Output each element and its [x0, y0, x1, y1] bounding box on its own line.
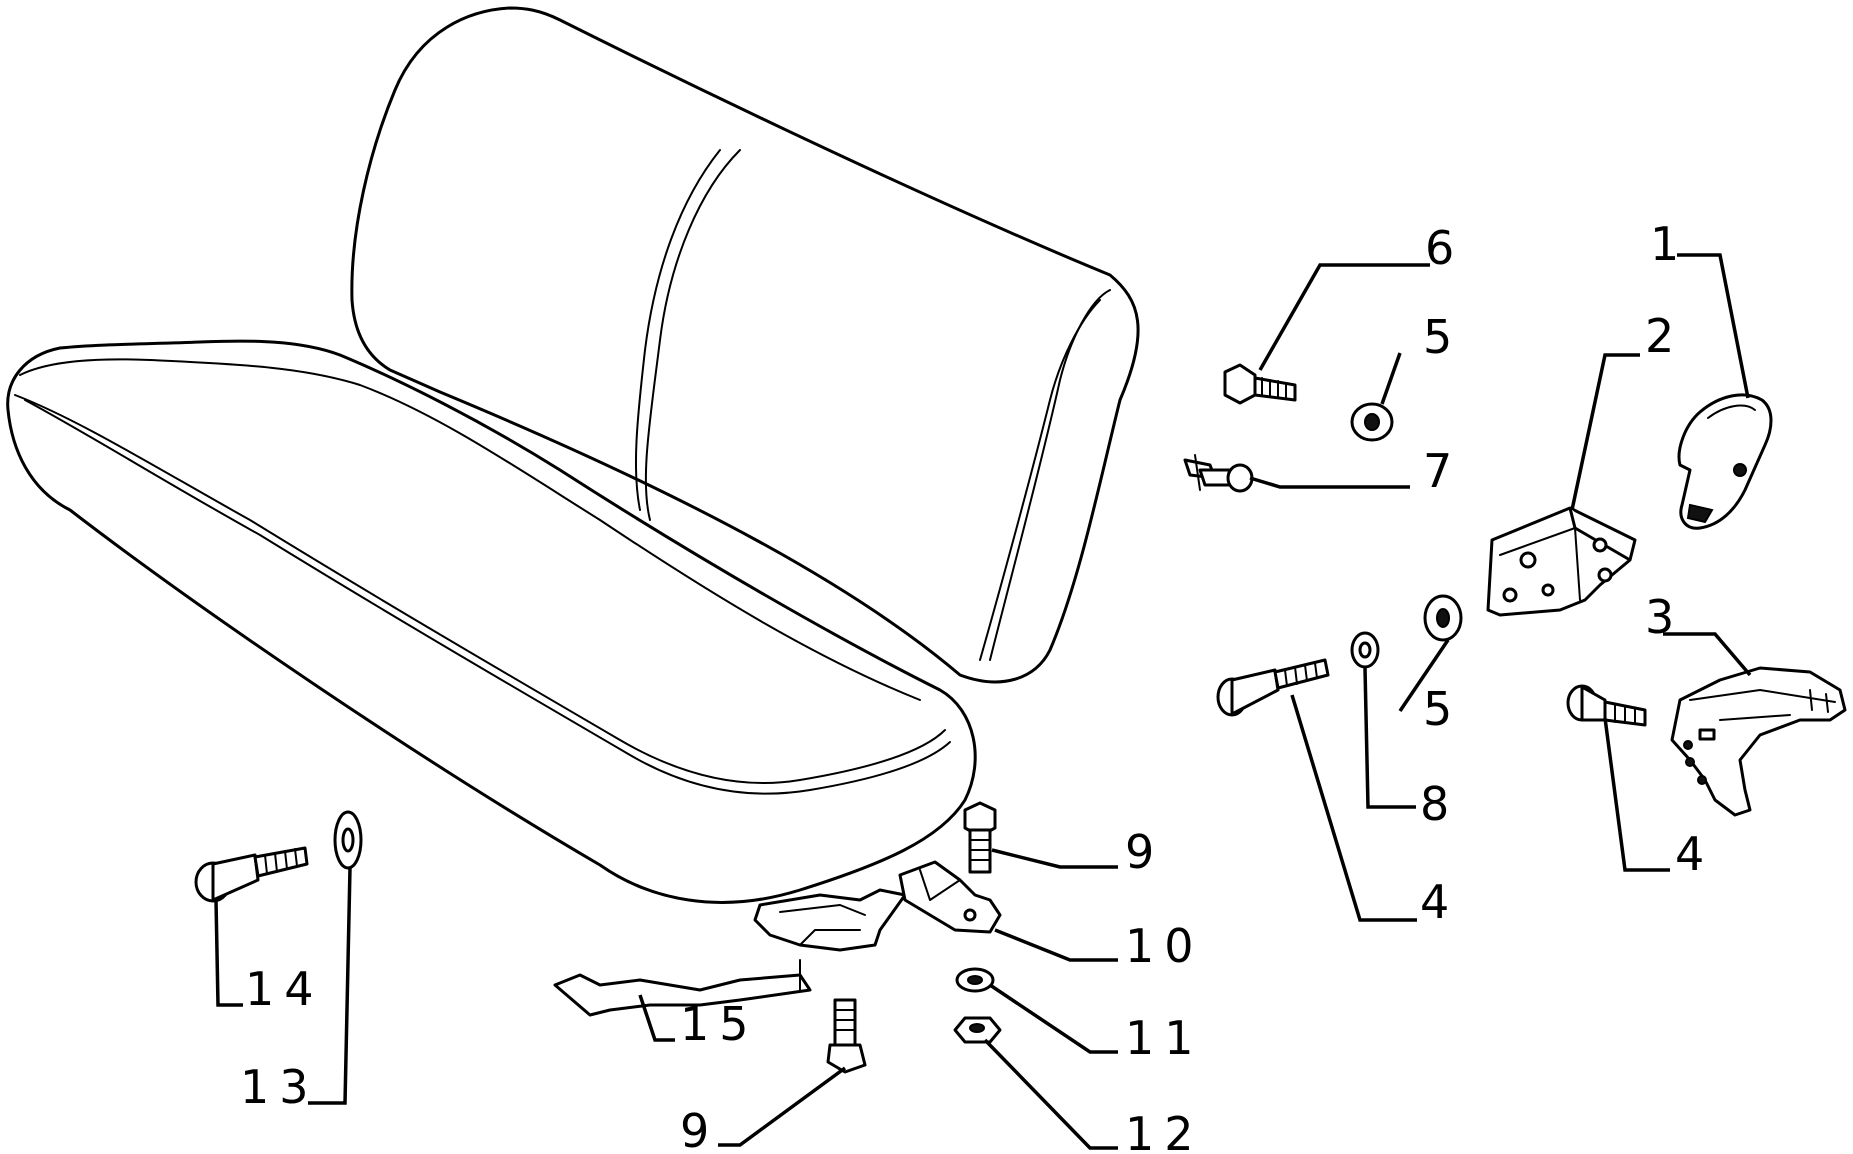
- part-1-hinge-cover: [1677, 393, 1773, 530]
- backrest-seam-2: [634, 149, 721, 511]
- part-6-bolt: [1223, 363, 1297, 405]
- leader-lines: [214, 253, 1752, 1150]
- part-15-latch: [553, 888, 907, 1017]
- callout-4-middle: 4: [1420, 875, 1459, 929]
- leader-9a: [991, 848, 1118, 869]
- part-7-pin: [1183, 454, 1254, 493]
- part-9-bolt-upper: [963, 801, 997, 874]
- callout-14: 14: [245, 962, 324, 1016]
- leader-9b: [718, 1066, 847, 1147]
- part-11-washer: [955, 967, 995, 993]
- callout-6: 6: [1425, 221, 1464, 275]
- callout-labels: 1 2 3 4 4 5 5 6 7 8 9 9 10 11 12 13 14 1…: [240, 217, 1714, 1154]
- backrest-inner-edge-2: [979, 299, 1101, 661]
- part-8-star-washer: [1350, 631, 1380, 669]
- part-10-clip: [898, 860, 1002, 934]
- leader-10: [994, 928, 1118, 962]
- part-14-screw: [194, 846, 309, 903]
- callout-11: 11: [1125, 1011, 1204, 1065]
- callout-1: 1: [1650, 217, 1689, 271]
- leader-6: [1258, 263, 1430, 371]
- cushion-top-edge-2: [14, 394, 946, 785]
- callout-9-upper: 9: [1125, 825, 1164, 879]
- leader-13: [308, 867, 352, 1105]
- cushion-top-edge: [19, 358, 921, 701]
- callout-13: 13: [240, 1060, 319, 1114]
- callout-7: 7: [1423, 444, 1462, 498]
- callout-12: 12: [1125, 1107, 1204, 1154]
- cushion-front-seam: [24, 399, 951, 795]
- callout-5-top: 5: [1423, 310, 1462, 364]
- callout-4-right: 4: [1675, 827, 1714, 881]
- callout-9-lower: 9: [680, 1104, 719, 1154]
- part-9-bolt-lower: [826, 998, 867, 1074]
- part-5-washer-top: [1350, 402, 1394, 442]
- callout-8: 8: [1420, 777, 1459, 831]
- leader-2: [1570, 353, 1640, 511]
- leader-5a: [1380, 352, 1402, 405]
- callout-15: 15: [680, 997, 759, 1051]
- leader-5b: [1398, 639, 1450, 712]
- leader-1: [1677, 253, 1750, 399]
- part-4-screw-middle: [1216, 658, 1330, 717]
- leader-4a: [1290, 694, 1417, 922]
- leader-11: [989, 983, 1118, 1054]
- callout-10: 10: [1125, 919, 1204, 973]
- part-3-hinge-plate: [1670, 666, 1847, 817]
- callout-3: 3: [1645, 590, 1684, 644]
- backrest-inner-edge: [989, 289, 1111, 661]
- leader-15: [638, 994, 675, 1042]
- part-5-washer-lower: [1423, 594, 1463, 642]
- part-12-nut: [953, 1016, 1002, 1044]
- leader-14: [214, 899, 243, 1007]
- leader-7: [1249, 476, 1410, 489]
- leader-3: [1663, 632, 1752, 677]
- callout-5-lower: 5: [1423, 682, 1462, 736]
- part-13-star-washer: [333, 810, 363, 870]
- backrest-outline: [350, 6, 1140, 684]
- leader-8: [1363, 667, 1416, 809]
- part-2-bracket: [1486, 506, 1637, 617]
- leader-12: [983, 1038, 1118, 1150]
- leader-4b: [1603, 717, 1670, 872]
- bench-seat: [6, 6, 1140, 904]
- cushion-outline: [6, 339, 977, 904]
- backrest-seam: [644, 149, 741, 521]
- part-4-screw-right: [1566, 684, 1647, 727]
- callout-2: 2: [1645, 309, 1684, 363]
